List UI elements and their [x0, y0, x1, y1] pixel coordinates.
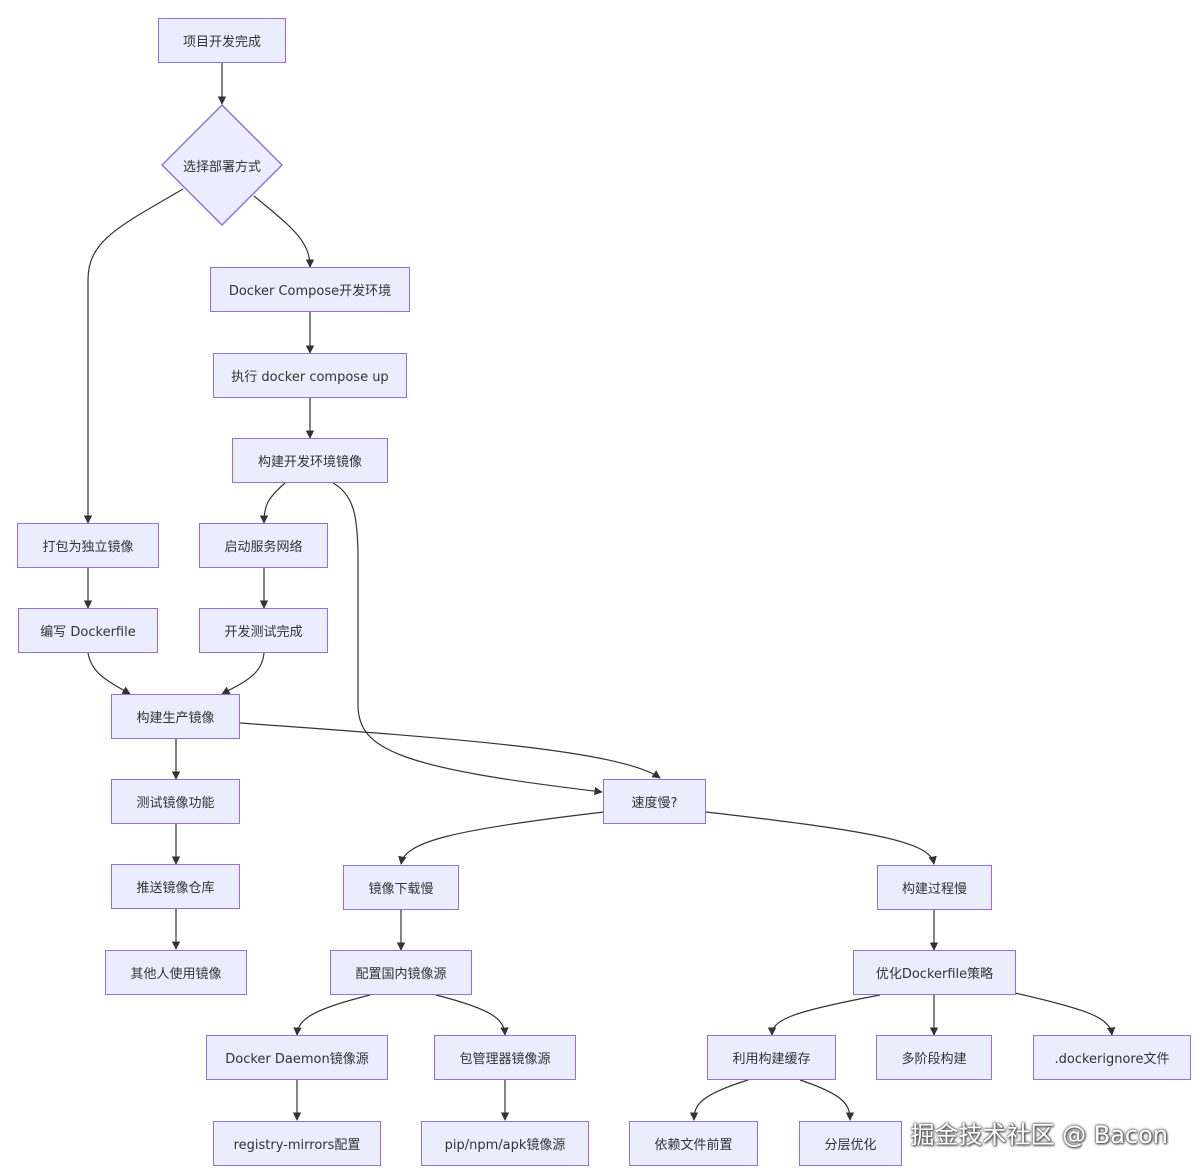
node-write-dockerfile: 编写 Dockerfile	[18, 608, 158, 653]
edge-mirror-daemon	[293, 994, 371, 1036]
node-build-prod-image: 构建生产镜像	[111, 694, 240, 739]
edge-prod-speed	[239, 722, 661, 779]
node-push-registry: 推送镜像仓库	[111, 864, 240, 909]
node-test-image: 测试镜像功能	[111, 779, 240, 824]
node-build-cache: 利用构建缓存	[707, 1035, 836, 1080]
edge-speed-build	[705, 811, 937, 865]
node-compose-up: 执行 docker compose up	[213, 353, 407, 398]
node-config-mirror: 配置国内镜像源	[330, 950, 472, 995]
node-pip-npm-apk: pip/npm/apk镜像源	[421, 1121, 589, 1166]
edge-choose-compose	[253, 195, 315, 268]
edge-optimize-cache	[767, 994, 881, 1036]
edge-choose-package	[83, 188, 184, 524]
edge-builddev-network	[259, 482, 286, 524]
edge-cache-deps	[689, 1079, 749, 1121]
node-pkg-mirror: 包管理器镜像源	[434, 1035, 576, 1080]
node-layer-opt: 分层优化	[799, 1121, 902, 1166]
decision-diamond	[160, 103, 284, 227]
node-choose: 选择部署方式	[160, 103, 284, 227]
node-speed-slow: 速度慢?	[603, 779, 706, 824]
node-choose-label: 选择部署方式	[182, 159, 261, 175]
node-others-use: 其他人使用镜像	[105, 950, 247, 995]
node-daemon-mirror: Docker Daemon镜像源	[206, 1035, 388, 1080]
node-deps-first: 依赖文件前置	[629, 1121, 758, 1166]
edge-speed-download	[398, 811, 605, 865]
edge-builddev-speed	[332, 482, 603, 796]
node-compose-env: Docker Compose开发环境	[210, 267, 410, 312]
node-multi-stage: 多阶段构建	[876, 1035, 992, 1080]
node-start: 项目开发完成	[158, 18, 286, 63]
edge-devdone-prod	[221, 652, 265, 695]
edge-optimize-ignore	[1014, 992, 1116, 1036]
node-dev-test-done: 开发测试完成	[199, 608, 328, 653]
edge-mirror-pkg	[435, 994, 509, 1036]
node-download-slow: 镜像下载慢	[343, 865, 459, 910]
watermark: 掘金技术社区 @ Bacon	[910, 1121, 1168, 1149]
node-optimize-dockerfile: 优化Dockerfile策略	[853, 950, 1016, 995]
node-package-image: 打包为独立镜像	[17, 523, 159, 568]
node-registry-mirrors: registry-mirrors配置	[213, 1121, 381, 1166]
node-build-dev-image: 构建开发环境镜像	[232, 438, 388, 483]
node-dockerignore: .dockerignore文件	[1033, 1035, 1191, 1080]
node-start-network: 启动服务网络	[199, 523, 328, 568]
edge-cache-layer	[799, 1079, 855, 1121]
node-build-slow: 构建过程慢	[877, 865, 992, 910]
edge-dockerfile-prod	[87, 652, 131, 695]
